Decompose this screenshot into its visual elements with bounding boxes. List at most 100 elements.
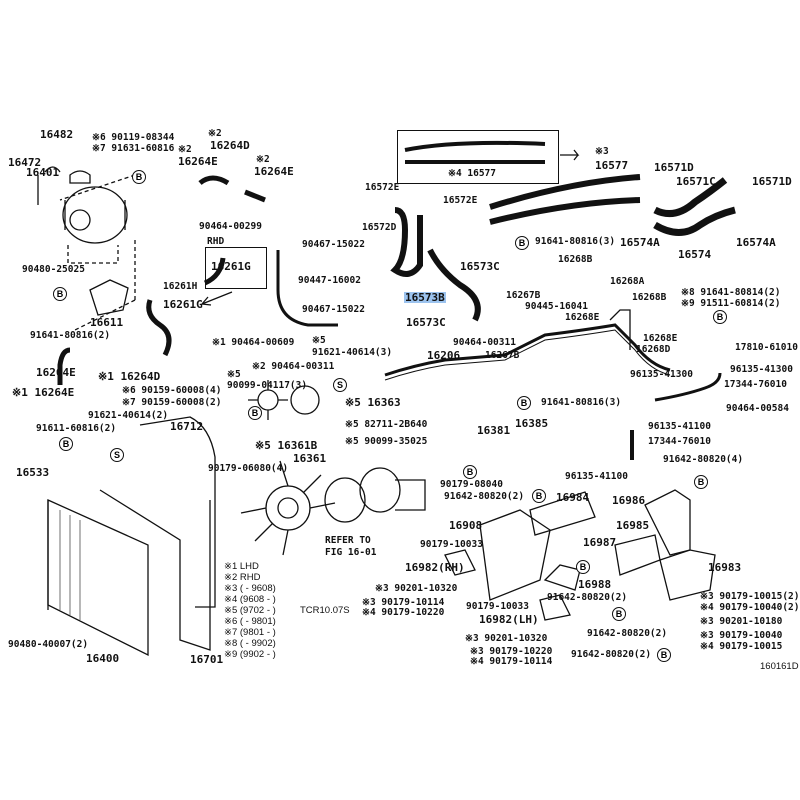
part-label: 16574: [678, 248, 712, 261]
part-label: 16701: [190, 653, 224, 666]
part-label: ※5 82711-2B640: [345, 419, 428, 430]
part-label: FIG 16-01: [325, 547, 377, 558]
part-label: 91642-80820(2): [547, 592, 628, 603]
legend-item: ※9 (9902 - ): [224, 649, 276, 660]
part-label: 16401: [26, 166, 60, 179]
part-label: 90099-04117(3): [227, 380, 308, 391]
part-label: 90467-15022: [302, 239, 365, 250]
part-label: ※4 16577: [448, 168, 496, 179]
part-label: 16268D: [636, 344, 671, 355]
part-label: ※8 91641-80814(2): [681, 287, 781, 298]
reference-marker: B: [132, 170, 146, 184]
diagram-code: 160161D: [760, 661, 799, 672]
inset-box-16577: [397, 130, 559, 184]
part-label: 16400: [86, 652, 120, 665]
part-label: 16533: [16, 466, 50, 479]
part-label: ※7 91631-60816: [92, 143, 175, 154]
part-label: 16361: [293, 452, 327, 465]
part-label: 16985: [616, 519, 650, 532]
part-label: 16385: [515, 417, 549, 430]
legend-note: TCR10.07S: [300, 605, 350, 616]
part-label: 16267B: [485, 350, 520, 361]
part-label: 16982(RH): [405, 561, 465, 574]
reference-marker: B: [463, 465, 477, 479]
part-label: 16982(LH): [479, 613, 539, 626]
part-label: 16268B: [558, 254, 593, 265]
reference-marker: B: [248, 406, 262, 420]
part-label: 91642-80820(2): [587, 628, 668, 639]
part-label: ※5 90099-35025: [345, 436, 428, 447]
part-label: ※3: [595, 146, 609, 157]
part-label: 90179-10033: [466, 601, 529, 612]
reference-marker: B: [576, 560, 590, 574]
part-label: ※4 90179-10015: [700, 641, 783, 652]
legend-item: ※2 RHD: [224, 572, 261, 583]
part-label: ※3 90179-10040: [700, 630, 783, 641]
part-label: 16264E: [178, 155, 218, 168]
part-label: 16573C: [406, 316, 446, 329]
legend-item: ※1 LHD: [224, 561, 259, 572]
part-label: 16206: [427, 349, 461, 362]
part-label: 16986: [612, 494, 646, 507]
part-label: ※1 90464-00609: [212, 337, 295, 348]
part-label: 90467-15022: [302, 304, 365, 315]
part-label: 16573C: [460, 260, 500, 273]
reference-marker: B: [53, 287, 67, 301]
part-label: 16571C: [676, 175, 716, 188]
part-label: ※2 90464-00311: [252, 361, 335, 372]
part-label: RHD: [207, 236, 225, 247]
part-label: 90464-00584: [726, 403, 789, 414]
part-label: 16983: [708, 561, 742, 574]
part-label: 91611-60816(2): [36, 423, 117, 434]
part-label: ※5 16361B: [255, 439, 318, 452]
part-label: 91641-80816(3): [535, 236, 616, 247]
part-label: ※4 90179-10040(2): [700, 602, 800, 613]
part-label: 96135-41100: [565, 471, 628, 482]
part-label: 90447-16002: [298, 275, 361, 286]
part-label: ※3 90201-10320: [465, 633, 548, 644]
part-label: 90464-00299: [199, 221, 262, 232]
part-label: ※1 16264D: [98, 370, 161, 383]
part-label: 90179-08040: [440, 479, 503, 490]
part-label: 16264E: [36, 366, 76, 379]
part-label: 16984: [556, 491, 590, 504]
part-label: 16268A: [610, 276, 645, 287]
part-label: 91641-80816(2): [30, 330, 111, 341]
part-label: 90179-10033: [420, 539, 483, 550]
part-label: 96135-41100: [648, 421, 711, 432]
part-label: ※3 90201-10180: [700, 616, 783, 627]
part-label: 16988: [578, 578, 612, 591]
legend-item: ※8 ( - 9902): [224, 638, 276, 649]
part-label: ※2: [178, 144, 192, 155]
part-label: ※3 90201-10320: [375, 583, 458, 594]
part-label: 91641-80816(3): [541, 397, 622, 408]
part-label: 16268E: [643, 333, 678, 344]
reference-marker: B: [713, 310, 727, 324]
part-label: 16264E: [254, 165, 294, 178]
part-label: 90179-06080(4): [208, 463, 289, 474]
part-label: 16572E: [365, 182, 400, 193]
part-label: 16712: [170, 420, 204, 433]
part-label: ※5: [312, 335, 326, 346]
legend-item: ※7 (9801 - ): [224, 627, 276, 638]
reference-marker: S: [110, 448, 124, 462]
part-label: 16611: [90, 316, 124, 329]
part-label: ※3 90179-10114: [362, 597, 445, 608]
part-label: 16268E: [565, 312, 600, 323]
reference-marker: B: [612, 607, 626, 621]
part-label: 16472: [8, 156, 42, 169]
reference-marker: B: [694, 475, 708, 489]
part-label: 16908: [449, 519, 483, 532]
part-label: 16571D: [654, 161, 694, 174]
part-label: 17344-76010: [724, 379, 787, 390]
part-label: 16572E: [443, 195, 478, 206]
legend-item: ※4 (9608 - ): [224, 594, 276, 605]
reference-marker: B: [515, 236, 529, 250]
part-label: 91621-40614(3): [312, 347, 393, 358]
part-label: 91642-80820(4): [663, 454, 744, 465]
reference-marker: B: [657, 648, 671, 662]
part-label: REFER TO: [325, 535, 371, 546]
part-label: 16573B: [404, 291, 446, 304]
part-label: 16571D: [752, 175, 792, 188]
